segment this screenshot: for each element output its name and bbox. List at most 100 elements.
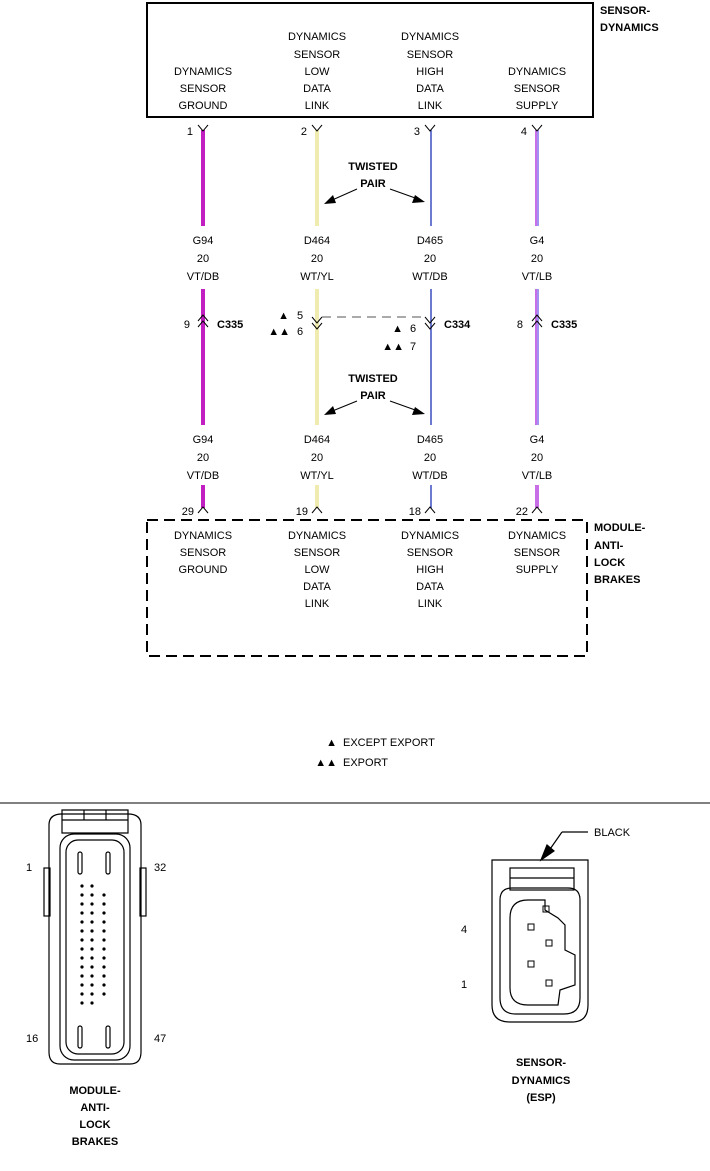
circuit-labels-upper: G94 20 VT/DB D464 20 WT/YL D465 20 WT/DB…	[187, 235, 552, 283]
sensor-connector-shell	[491, 859, 589, 1023]
wire4-color-upper: VT/LB	[522, 271, 553, 283]
wire1-gauge-upper: 20	[197, 253, 209, 265]
legend-double-triangle: ▲▲	[315, 757, 337, 769]
module-pin29-number: 29	[182, 506, 194, 518]
abs-pin-dot	[80, 938, 84, 942]
wire3-color-lower: WT/DB	[412, 470, 447, 482]
abs-pin-dot	[80, 1001, 84, 1005]
twisted-pair-upper-arrows	[324, 188, 425, 204]
abs-connector-face	[43, 809, 147, 1065]
abs-connector-pin-grid	[80, 884, 106, 1005]
sensor-connector-face	[491, 831, 589, 1023]
abs-pin-dot	[102, 983, 106, 987]
sensor-pin2-line1: DYNAMICS	[288, 31, 346, 43]
wire3-gauge-upper: 20	[424, 253, 436, 265]
abs-pin-dot	[80, 974, 84, 978]
abs-pin-dot	[80, 983, 84, 987]
wire2-circuit-lower: D464	[304, 434, 330, 446]
twisted-pair-lower-line2: PAIR	[360, 390, 386, 402]
wire4-circuit-lower: G4	[530, 434, 545, 446]
c335-right-pin: 8	[517, 319, 523, 331]
wire1-circuit-upper: G94	[193, 235, 214, 247]
sensor-title-1: SENSOR-	[600, 5, 650, 17]
abs-pin-dot	[80, 911, 84, 915]
sensor-caption-2: DYNAMICS	[512, 1075, 571, 1087]
c335-left-name: C335	[217, 319, 243, 331]
c334-high-single-triangle: ▲	[392, 323, 403, 335]
abs-pin-dot	[102, 974, 106, 978]
module-pin19-line5: LINK	[305, 598, 330, 610]
sensor-pin1-number: 1	[187, 126, 193, 138]
legend: ▲ EXCEPT EXPORT ▲▲ EXPORT	[315, 737, 435, 769]
module-pin22-terminal	[531, 506, 543, 514]
sensor-pin2-line4: DATA	[303, 83, 331, 95]
abs-pin-dot	[80, 947, 84, 951]
sensor-pin-high-desc: DYNAMICS SENSOR HIGH DATA LINK	[401, 31, 459, 112]
module-pin22-line3: SUPPLY	[516, 564, 559, 576]
c335-right-terminal-top	[531, 314, 543, 322]
sensor-pin3-line3: HIGH	[416, 66, 444, 78]
c334-low-single-triangle: ▲	[278, 310, 289, 322]
sensor-pin2-number: 2	[301, 126, 307, 138]
abs-pin-dot	[102, 893, 106, 897]
sensor-pin3-line5: LINK	[418, 100, 443, 112]
abs-pin-dot	[102, 902, 106, 906]
abs-pin-dot	[80, 929, 84, 933]
abs-pin-dot	[90, 920, 94, 924]
sensor-connector-inner	[509, 899, 576, 1006]
module-pin-ground-desc: DYNAMICS SENSOR GROUND	[174, 530, 232, 576]
c334-low-terminal-top	[311, 316, 323, 324]
abs-pin-dot	[102, 929, 106, 933]
abs-pin-dot	[90, 929, 94, 933]
sensor-pin1-line2: SENSOR	[180, 83, 227, 95]
abs-caption-2: ANTI-	[80, 1102, 110, 1114]
abs-connector-pin-slots	[77, 851, 111, 1049]
sensor-pin4-line3: SUPPLY	[516, 100, 559, 112]
module-pin22-line1: DYNAMICS	[508, 530, 566, 542]
abs-pin-dot	[80, 893, 84, 897]
abs-pin-dot	[80, 920, 84, 924]
module-pin19-terminal	[311, 506, 323, 514]
sensor-connector-color-label: BLACK	[594, 827, 631, 839]
abs-pin-dot	[90, 902, 94, 906]
c334-low-terminal-bottom	[311, 322, 323, 330]
legend-except-export: EXCEPT EXPORT	[343, 737, 435, 749]
twisted-pair-lower-arrows	[324, 400, 425, 415]
legend-export: EXPORT	[343, 757, 388, 769]
module-pin29-line1: DYNAMICS	[174, 530, 232, 542]
wire2-gauge-lower: 20	[311, 452, 323, 464]
wire1-color-lower: VT/DB	[187, 470, 219, 482]
abs-pin-dot	[102, 920, 106, 924]
sensor-pin3-line2: SENSOR	[407, 49, 454, 61]
module-title-4: BRAKES	[594, 574, 640, 586]
module-pin22-number: 22	[516, 506, 528, 518]
sensor-pin1-terminal	[197, 124, 209, 132]
module-title-2: ANTI-	[594, 540, 624, 552]
module-pin-supply-desc: DYNAMICS SENSOR SUPPLY	[508, 530, 566, 576]
abs-caption-3: LOCK	[79, 1119, 110, 1131]
abs-pin-label-16: 16	[26, 1033, 38, 1045]
abs-pin-dot	[90, 983, 94, 987]
module-title-1: MODULE-	[594, 522, 646, 534]
sensor-connector-inner-outer	[499, 887, 581, 1015]
abs-pin-label-32: 32	[154, 862, 166, 874]
module-pin29-line3: GROUND	[179, 564, 228, 576]
abs-pin-label-47: 47	[154, 1033, 166, 1045]
abs-pin-dot	[90, 893, 94, 897]
abs-connector-ear-left	[43, 867, 51, 917]
abs-connector-inner	[65, 839, 125, 1055]
sensor-pin3-number: 3	[414, 126, 420, 138]
module-pin18-terminal	[424, 506, 436, 514]
module-pin18-line4: DATA	[416, 581, 444, 593]
abs-pin-dot	[102, 911, 106, 915]
c334-high-terminal-bottom	[424, 322, 436, 330]
module-pin29-line2: SENSOR	[180, 547, 227, 559]
module-pin19-line1: DYNAMICS	[288, 530, 346, 542]
sensor-pin2-terminal	[311, 124, 323, 132]
abs-pin-dot	[102, 956, 106, 960]
module-pin19-line3: LOW	[304, 564, 330, 576]
wire-g4-upper	[535, 130, 539, 226]
wire2-color-upper: WT/YL	[300, 271, 334, 283]
abs-connector-shell	[48, 813, 142, 1065]
sensor-pin3-terminal	[424, 124, 436, 132]
